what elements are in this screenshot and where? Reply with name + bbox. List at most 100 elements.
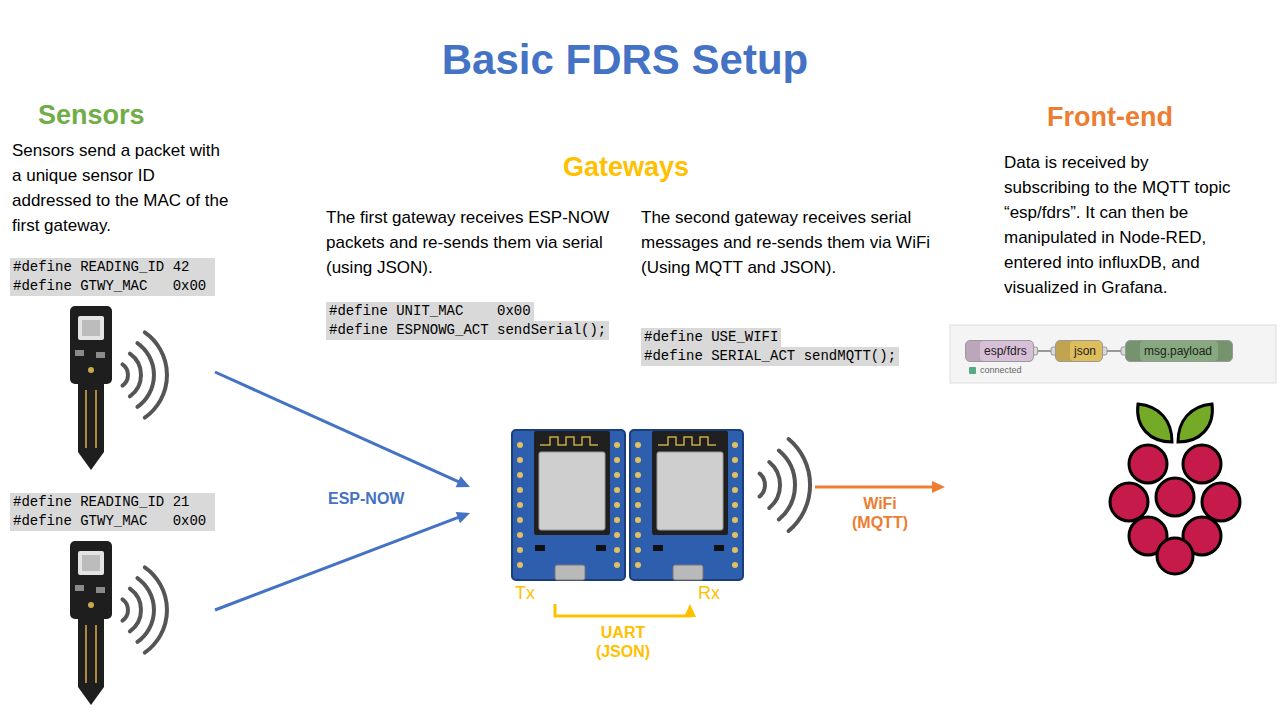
esp32-board bbox=[614, 532, 620, 538]
esp32-board bbox=[635, 547, 641, 553]
sensor-illustration bbox=[78, 551, 104, 575]
arrow-head bbox=[456, 476, 470, 487]
node-label: msg.payload bbox=[1126, 341, 1232, 361]
esp32-board bbox=[517, 517, 523, 523]
esp32-board bbox=[517, 442, 620, 568]
esp32-board bbox=[635, 502, 641, 508]
link-label: WiFi (MQTT) bbox=[840, 494, 920, 532]
sensor-illustration bbox=[96, 352, 105, 358]
sensor-illustration bbox=[78, 316, 104, 340]
connector bbox=[815, 481, 945, 493]
esp32-board bbox=[635, 472, 641, 478]
description-text: The second gateway receives serial messa… bbox=[641, 205, 933, 280]
code-line: #define READING_ID 21 bbox=[10, 493, 215, 512]
esp32-board bbox=[673, 565, 703, 580]
link-label: UART (JSON) bbox=[583, 623, 663, 661]
esp32-board bbox=[630, 430, 743, 580]
description-text: Data is received by subscribing to the M… bbox=[1004, 150, 1239, 300]
esp32-board bbox=[732, 532, 738, 538]
raspberry-pi-logo bbox=[1110, 445, 1240, 574]
esp32-board bbox=[596, 545, 606, 551]
sensor-illustration bbox=[75, 350, 84, 356]
sensor-illustration bbox=[78, 619, 104, 705]
connector-line bbox=[555, 604, 690, 616]
esp32-board bbox=[555, 565, 585, 580]
esp32-board bbox=[512, 430, 625, 580]
esp32-board bbox=[535, 545, 545, 551]
esp32-board bbox=[630, 430, 743, 580]
sensor-illustration bbox=[70, 306, 112, 384]
code-line: #define GTWY_MAC 0x00 bbox=[10, 512, 215, 531]
radio-waves bbox=[145, 567, 167, 652]
node-label: json bbox=[1056, 341, 1102, 361]
raspberry-pi-logo bbox=[1110, 483, 1148, 521]
sensor-illustration bbox=[70, 306, 112, 470]
sensor-illustration bbox=[75, 585, 84, 591]
link-label: ESP-NOW bbox=[328, 489, 404, 508]
connector-line bbox=[215, 372, 461, 483]
radio-waves bbox=[137, 578, 154, 642]
esp32-board bbox=[653, 545, 663, 551]
node-label: esp/fdrs bbox=[966, 341, 1033, 361]
sensor-node: #define READING_ID 21#define GTWY_MAC 0x… bbox=[10, 493, 215, 707]
esp32-board bbox=[732, 502, 738, 508]
connector bbox=[215, 372, 470, 487]
raspberry-pi-logo bbox=[1110, 404, 1240, 574]
sensor-illustration bbox=[82, 555, 100, 571]
code-line: #define UNIT_MAC 0x00 bbox=[326, 302, 534, 321]
esp32-board bbox=[614, 487, 620, 493]
page-title: Basic FDRS Setup bbox=[0, 34, 1250, 86]
arrow-head bbox=[456, 512, 470, 523]
sensor-illustration bbox=[88, 367, 94, 373]
esp32-board bbox=[539, 452, 605, 530]
debug-node: msg.payload bbox=[1125, 340, 1233, 362]
esp32-board bbox=[635, 487, 641, 493]
raspberry-pi-logo bbox=[1138, 404, 1172, 442]
pin-name: Tx bbox=[515, 582, 535, 604]
esp32-board bbox=[517, 532, 523, 538]
esp32-board bbox=[614, 457, 620, 463]
raspberry-pi-logo bbox=[1178, 404, 1212, 442]
code-line: #define USE_WIFI bbox=[641, 328, 781, 347]
sensor-illustration bbox=[70, 541, 112, 619]
esp32-board bbox=[635, 562, 641, 568]
esp32-board bbox=[635, 442, 641, 448]
esp32-board bbox=[517, 472, 523, 478]
radio-waves bbox=[137, 343, 154, 407]
esp32-board bbox=[517, 487, 523, 493]
section-heading: Sensors bbox=[38, 98, 145, 132]
status-text: connected bbox=[980, 365, 1022, 376]
esp32-board bbox=[714, 545, 724, 551]
description-text: Sensors send a packet with a unique sens… bbox=[12, 138, 232, 238]
radio-waves bbox=[123, 364, 128, 385]
sensor-illustration bbox=[78, 384, 104, 470]
connector bbox=[215, 512, 470, 610]
esp32-board bbox=[635, 457, 641, 463]
esp32-board bbox=[534, 431, 610, 535]
sensor-illustration bbox=[96, 587, 105, 593]
radio-waves bbox=[789, 439, 810, 531]
esp32-board bbox=[732, 457, 738, 463]
gateway-board: Tx bbox=[470, 428, 625, 604]
esp32-board bbox=[658, 437, 716, 445]
radio-waves bbox=[769, 462, 780, 508]
gateway-board: Rx bbox=[630, 428, 815, 604]
section-heading: Gateways bbox=[563, 150, 689, 184]
esp32-board bbox=[614, 472, 620, 478]
code-line: #define ESPNOWG_ACT sendSerial(); bbox=[326, 321, 609, 340]
esp32-board bbox=[517, 562, 523, 568]
sensor-illustration bbox=[82, 320, 100, 336]
esp32-board bbox=[614, 517, 620, 523]
esp32-board bbox=[652, 431, 728, 535]
json-node: json bbox=[1055, 340, 1103, 362]
esp32-board bbox=[635, 517, 641, 523]
esp32-board bbox=[512, 430, 625, 580]
esp32-board bbox=[657, 452, 723, 530]
front-end-node: Front-endData is received by subscribing… bbox=[945, 100, 1275, 575]
radio-waves bbox=[760, 474, 765, 497]
description-text: The first gateway receives ESP-NOW packe… bbox=[326, 205, 626, 280]
esp32-board bbox=[540, 437, 598, 445]
raspberry-pi-logo bbox=[1202, 483, 1240, 521]
